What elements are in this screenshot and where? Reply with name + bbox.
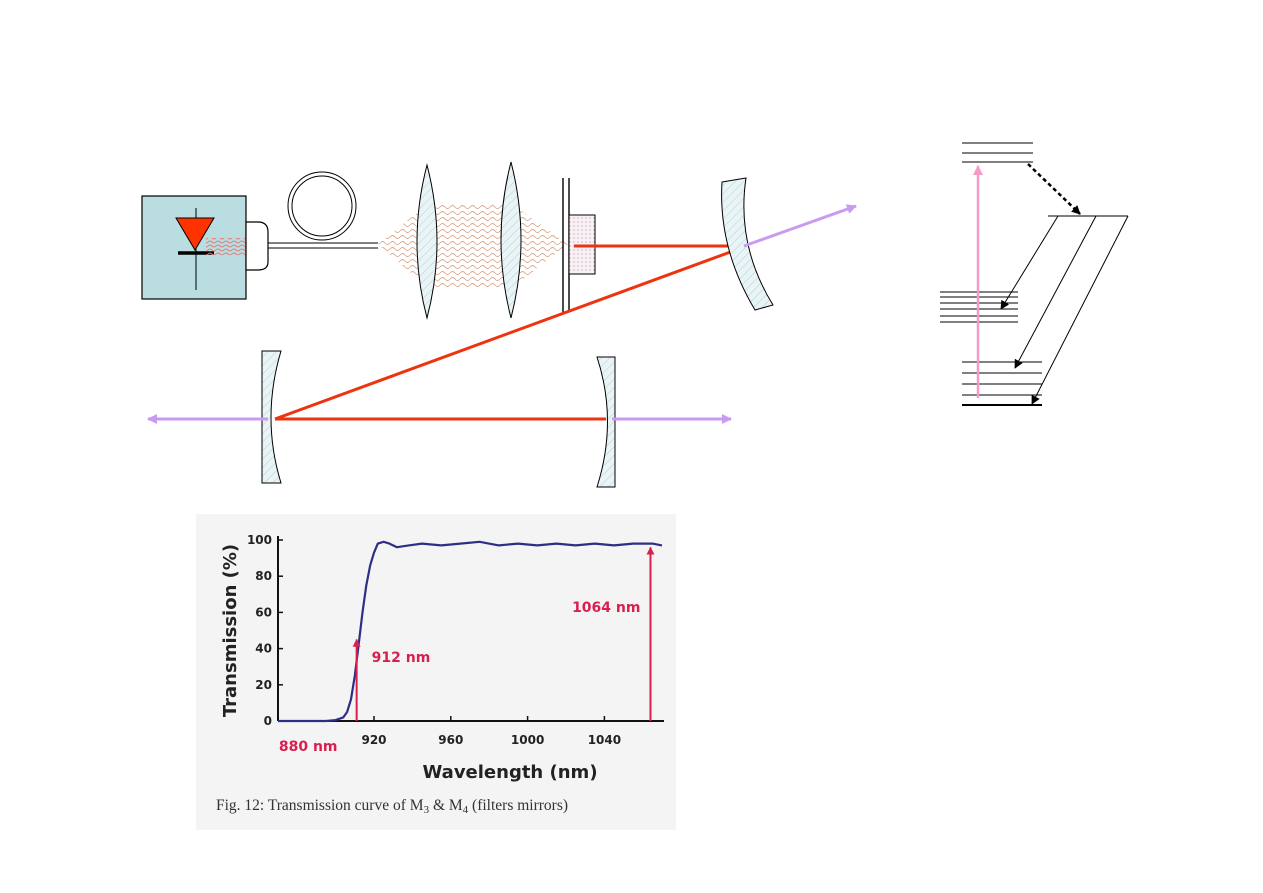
chart-background [196,514,676,830]
ground-band [962,361,1042,406]
emission-arrow-2 [1014,215,1097,369]
mirror-m4 [596,356,616,488]
caption-prefix: Fig. 12: Transmission curve of M [216,797,424,814]
caption-sub1: 3 [424,804,430,816]
focusing-lens-2 [500,161,522,319]
emission-arrow-1 [1000,215,1059,310]
y-tick-label: 20 [255,678,272,692]
mirror-m3 [261,350,282,484]
x-tick-label: 1040 [588,733,621,747]
x-axis-label: Wavelength (nm) [422,762,597,783]
output-beams [147,204,857,424]
figure-caption: Fig. 12: Transmission curve of M3 & M4 (… [216,797,568,816]
intracavity-beam [274,244,745,421]
y-tick-label: 0 [264,714,272,728]
y-tick-label: 100 [247,533,272,547]
caption-mid: & M [429,797,463,814]
x-tick-label: 960 [438,733,463,747]
annotation-1064nm: 1064 nm [572,600,640,616]
nonradiative-decay-arrow [1027,163,1081,215]
laser-setup [141,161,857,488]
pump-band [962,142,1033,163]
annotation-880nm: 880 nm [279,739,338,755]
optical-fiber [268,171,378,249]
caption-suffix: (filters mirrors) [468,797,568,814]
caption-sub2: 4 [463,804,469,816]
pump-beam [378,204,568,288]
focusing-lens-1 [416,163,438,320]
y-tick-label: 80 [255,569,272,583]
series-transmission-line [278,540,663,723]
x-tick-label: 1000 [511,733,544,747]
energy-level-diagram [940,142,1129,406]
x-tick-label: 920 [361,733,386,747]
annotation-912nm: 912 nm [372,650,431,666]
fiber-connector [245,221,269,271]
pump-diode [141,195,247,300]
y-tick-label: 60 [255,605,272,619]
y-axis-label: Transmission (%) [220,544,241,717]
y-tick-label: 40 [255,642,272,656]
emission-arrow-3 [1031,215,1129,405]
